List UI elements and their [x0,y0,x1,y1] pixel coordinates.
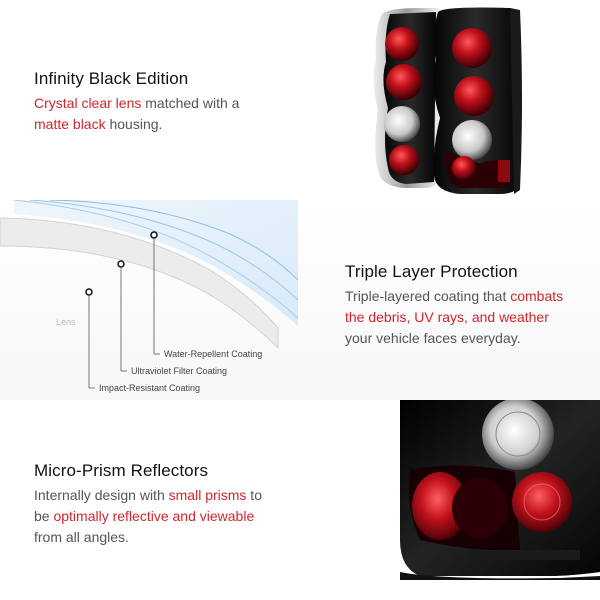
description-text: Internally design with [34,487,169,503]
highlighted-text: Crystal clear lens [34,95,142,111]
tail-light-closeup-image [400,400,600,580]
section-description: Internally design with small prisms to b… [34,485,266,548]
section-infinity-black: Infinity Black Edition Crystal clear len… [0,0,600,200]
description-text: to be [34,487,262,524]
section-triple-layer: Lens Water-Repellent Coating Ultraviolet… [0,200,600,400]
description-text: from all angles. [34,529,129,545]
tail-light-pair-image [373,7,522,194]
section-micro-prism: Micro-Prism Reflectors Internally design… [0,400,600,600]
water-repellent-label: Water-Repellent Coating [164,349,263,359]
highlighted-text: combats the debris, UV rays, and weather [345,288,564,325]
description-text: Triple-layered coating that [345,288,511,304]
section-title: Triple Layer Protection [345,262,518,281]
description-text: matched with a [141,95,240,111]
description-text: housing. [105,116,163,132]
lens-label: Lens [56,317,76,327]
section-title: Micro-Prism Reflectors [34,461,209,480]
section-description: Crystal clear lens matched with a matte … [34,93,264,135]
coating-layers-diagram [0,200,299,389]
highlighted-text: optimally reflective and viewable [53,508,255,524]
highlighted-text: matte black [34,116,106,132]
highlighted-text: small prisms [168,487,247,503]
description-text: your vehicle faces everyday. [345,330,521,346]
section-title: Infinity Black Edition [34,69,189,88]
uv-filter-label: Ultraviolet Filter Coating [131,366,228,376]
section-description: Triple-layered coating that combats the … [345,286,575,349]
impact-resistant-label: Impact-Resistant Coating [99,383,201,393]
